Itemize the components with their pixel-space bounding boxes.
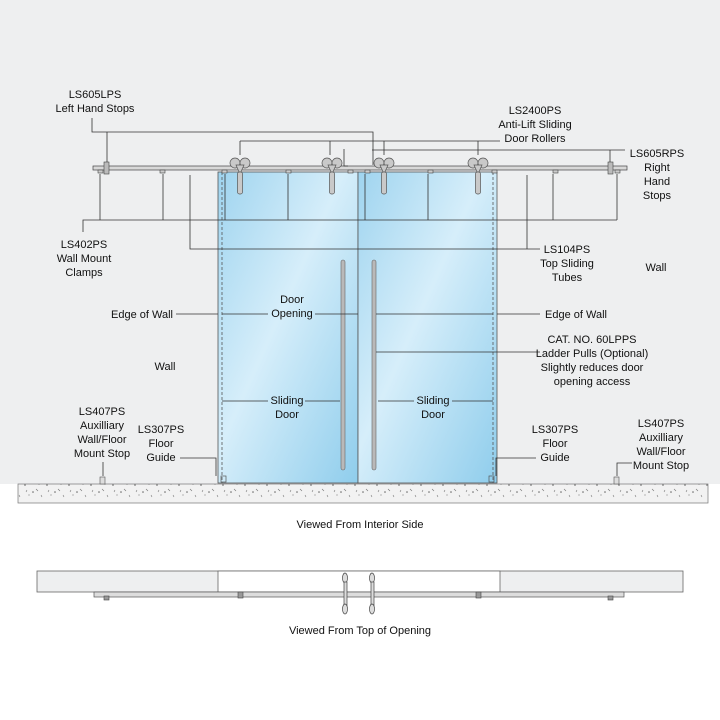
label-ls407ps-right-line4: Mount Stop xyxy=(633,460,689,472)
left-hand-stop xyxy=(103,161,110,175)
label-edge-of-wall-left: Edge of Wall xyxy=(111,309,173,321)
label-sliding-door-left-line1: Sliding xyxy=(270,395,303,407)
left-ladder-pull xyxy=(340,259,346,471)
door-rollers xyxy=(229,157,489,195)
label-ls2400ps-line1: LS2400PS xyxy=(509,105,562,117)
label-ls605rps-line2: Right xyxy=(644,162,670,174)
label-ls307ps-left-line1: LS307PS xyxy=(138,424,184,436)
label-ls2400ps-line3: Door Rollers xyxy=(504,133,566,145)
label-ls605lps-line1: LS605LPS xyxy=(69,89,122,101)
label-ls407ps-left-line2: Auxilliary xyxy=(80,420,125,432)
right-floor-guide xyxy=(488,475,495,483)
label-ls407ps-right-line1: LS407PS xyxy=(638,418,684,430)
label-ls605lps-line2: Left Hand Stops xyxy=(56,103,135,115)
label-ladder-pulls-line4: opening access xyxy=(554,376,631,388)
left-door-panel xyxy=(217,171,359,484)
label-ladder-pulls-line1: CAT. NO. 60LPPS xyxy=(547,334,636,346)
label-sliding-door-right-line2: Door xyxy=(421,409,445,421)
label-ls407ps-right-line3: Wall/Floor xyxy=(636,446,685,458)
label-ls402ps-line2: Wall Mount xyxy=(57,253,112,265)
label-ladder-pulls-line2: Ladder Pulls (Optional) xyxy=(536,348,649,360)
label-ls307ps-right-line3: Guide xyxy=(540,452,569,464)
label-ls104ps-line2: Top Sliding xyxy=(540,258,594,270)
label-ls407ps-left-line3: Wall/Floor xyxy=(77,434,126,446)
label-ls407ps-left-line4: Mount Stop xyxy=(74,448,130,460)
label-sliding-door-right-line1: Sliding xyxy=(416,395,449,407)
left-auxiliary-stop xyxy=(99,476,106,485)
right-hand-stop xyxy=(607,161,614,175)
top-view-rollers xyxy=(342,572,375,615)
right-ladder-pull xyxy=(371,259,377,471)
label-door-opening-line2: Opening xyxy=(271,308,313,320)
top-sliding-rail xyxy=(92,161,628,175)
label-ls307ps-left-line2: Floor xyxy=(148,438,173,450)
label-ls407ps-right-line2: Auxilliary xyxy=(639,432,684,444)
label-ls605rps-line4: Stops xyxy=(643,190,672,202)
label-ls2400ps-line2: Anti-Lift Sliding xyxy=(498,119,571,131)
label-ls307ps-right-line2: Floor xyxy=(542,438,567,450)
label-wall-left: Wall xyxy=(155,361,176,373)
label-ls605rps-line3: Hand xyxy=(644,176,670,188)
top-view-rail xyxy=(93,591,625,598)
label-sliding-door-left-line2: Door xyxy=(275,409,299,421)
right-auxiliary-stop xyxy=(613,476,620,485)
wall-mount-clamps xyxy=(97,169,621,174)
floor-concrete xyxy=(17,483,709,504)
label-edge-of-wall-right: Edge of Wall xyxy=(545,309,607,321)
top-view-opening xyxy=(217,570,501,593)
top-view xyxy=(36,570,684,615)
label-ls402ps-line1: LS402PS xyxy=(61,239,107,251)
label-ls307ps-left-line3: Guide xyxy=(146,452,175,464)
label-ladder-pulls-line3: Slightly reduces door xyxy=(541,362,644,374)
caption-interior-view: Viewed From Interior Side xyxy=(297,519,424,531)
label-ls104ps-line3: Tubes xyxy=(552,272,583,284)
label-ls307ps-right-line1: LS307PS xyxy=(532,424,578,436)
right-door-panel xyxy=(357,171,498,484)
label-wall-right: Wall xyxy=(646,262,667,274)
label-ls605rps-line1: LS605RPS xyxy=(630,148,684,160)
label-door-opening-line1: Door xyxy=(280,294,304,306)
left-floor-guide xyxy=(220,475,227,483)
leader-lines xyxy=(82,118,632,476)
label-ls407ps-left-line1: LS407PS xyxy=(79,406,125,418)
label-ls402ps-line3: Clamps xyxy=(65,267,103,279)
glass-doors xyxy=(217,171,498,484)
caption-top-view: Viewed From Top of Opening xyxy=(289,625,431,637)
label-ls104ps-line1: LS104PS xyxy=(544,244,590,256)
